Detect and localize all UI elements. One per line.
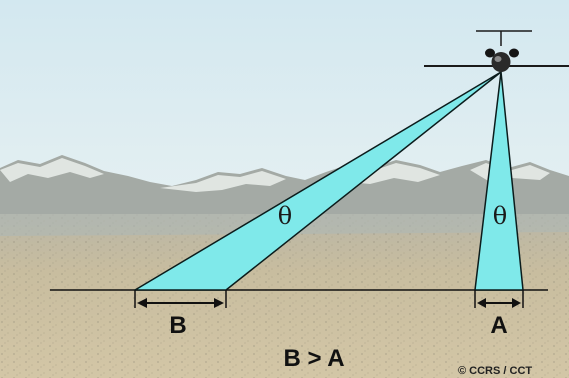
angle-label-nadir: θ — [493, 202, 507, 230]
comparison-label: B > A — [283, 345, 344, 372]
credit-text: © CCRS / CCT — [458, 365, 532, 377]
swath-label-a: A — [490, 312, 507, 339]
swath-label-b: B — [169, 312, 186, 339]
angle-label-oblique: θ — [278, 202, 292, 230]
